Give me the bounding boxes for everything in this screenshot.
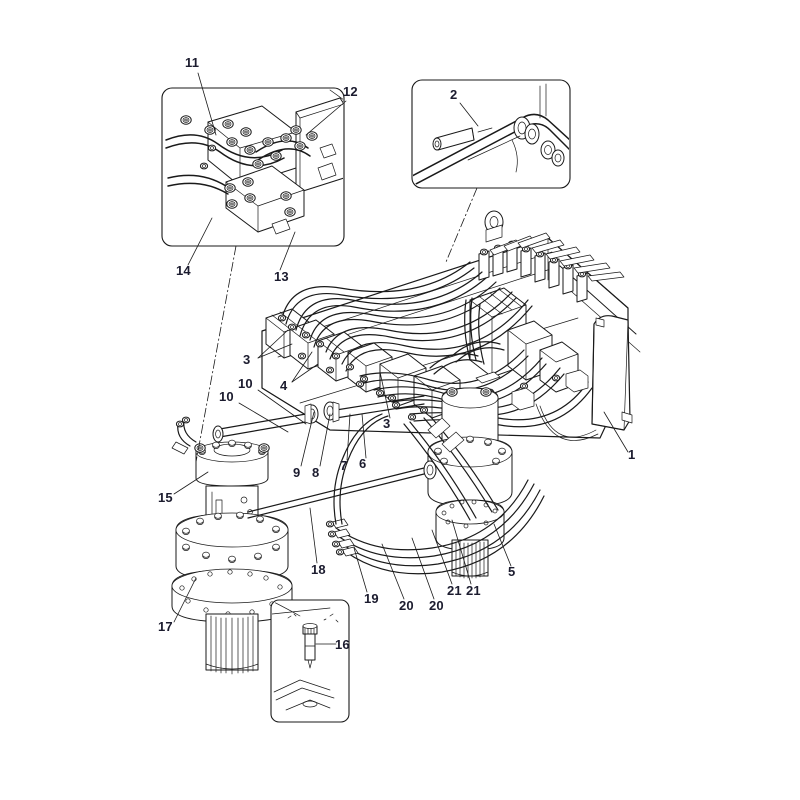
callout-number-6: 6: [359, 456, 367, 471]
detail-view-bottom: [270, 599, 350, 723]
callout-number-8: 8: [312, 465, 320, 480]
callout-number-17: 17: [158, 619, 173, 634]
lower-hose-group: [325, 413, 545, 575]
callout-number-10: 10: [219, 389, 234, 404]
callout-number-9: 9: [293, 465, 301, 480]
callout-number-7: 7: [340, 458, 348, 473]
callout-number-11: 11: [185, 55, 200, 70]
valve-manifold-assembly: [261, 210, 641, 441]
cover-panel: [591, 315, 633, 431]
callout-number-5: 5: [508, 564, 516, 579]
callout-number-4: 4: [280, 378, 288, 393]
callout-number-10: 10: [238, 376, 253, 391]
phantom-right: [445, 187, 478, 263]
callout-number-14: 14: [176, 263, 191, 278]
callout-number-20: 20: [399, 598, 414, 613]
valve-port-stacks: [478, 210, 625, 303]
callout-number-20: 20: [429, 598, 444, 613]
callout-number-1: 1: [628, 447, 636, 462]
callout-leaders: [173, 72, 629, 645]
drive-shaft-assembly: [212, 395, 437, 519]
callout-number-18: 18: [311, 562, 326, 577]
callout-number-16: 16: [335, 637, 350, 652]
callout-number-3: 3: [383, 416, 391, 431]
callout-number-15: 15: [158, 490, 173, 505]
left-motor-fittings: [171, 416, 270, 455]
callout-number-2: 2: [450, 87, 458, 102]
left-splined-shaft: [205, 613, 259, 675]
detail-view-top-right: [411, 79, 571, 189]
callout-number-21: 21: [466, 583, 481, 598]
callout-number-3: 3: [243, 352, 251, 367]
detail-view-top-left: [161, 87, 345, 247]
phantom-left: [195, 245, 237, 463]
callout-number-13: 13: [274, 269, 289, 284]
callout-number-19: 19: [364, 591, 379, 606]
callout-number-21: 21: [447, 583, 462, 598]
callout-number-12: 12: [343, 84, 358, 99]
